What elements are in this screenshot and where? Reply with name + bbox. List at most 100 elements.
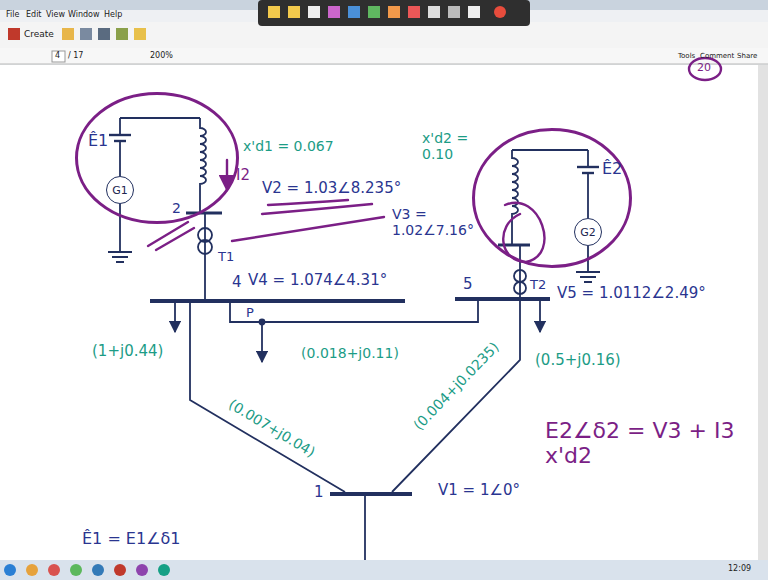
boundary-outline — [472, 128, 632, 268]
boundary-outline — [75, 92, 239, 224]
pen-icon — [428, 6, 440, 18]
generator-symbol: G2 — [574, 218, 602, 246]
pen-icon — [448, 6, 460, 18]
pen-icon — [408, 6, 420, 18]
line-connector — [204, 224, 206, 299]
page-number: 4 — [55, 51, 60, 60]
transformer-name: T1 — [218, 250, 234, 265]
bus-bar: 5V5 = 1.0112∠2.49° — [455, 297, 550, 301]
tool-icon — [134, 28, 146, 40]
task-bar — [0, 560, 768, 580]
underline-stroke — [232, 217, 384, 241]
boundary-outline — [77, 94, 238, 223]
wire — [587, 150, 589, 167]
load-value: (1+j0.44) — [92, 343, 163, 360]
note-equation: E2∠δ2 = V3 + I3 x'd2 — [545, 418, 740, 469]
wire — [512, 149, 588, 151]
voltage-value: V5 = 1.0112∠2.49° — [557, 285, 706, 302]
taskbar-icon — [92, 564, 104, 576]
wire — [204, 213, 206, 224]
load-value: (0.5+j0.16) — [535, 352, 621, 369]
page-count: / 17 — [68, 51, 83, 60]
pen-icon — [308, 6, 320, 18]
pen-icon — [348, 6, 360, 18]
generator-symbol: G1 — [106, 176, 134, 204]
nav-bar — [0, 48, 768, 64]
generator-name: G1 — [112, 184, 128, 197]
annotation-bar — [258, 0, 530, 26]
generator-boundary: Ê1G1 — [75, 92, 239, 224]
load-name: P — [246, 306, 254, 321]
scroll-bar — [758, 65, 768, 560]
tool-icon — [98, 28, 110, 40]
reactance-coil — [512, 150, 518, 245]
bus-number: 1 — [314, 484, 324, 501]
underline-stroke — [262, 200, 372, 214]
wire — [587, 173, 589, 218]
voltage-value: V2 = 1.03∠8.235° — [262, 180, 401, 197]
taskbar-icon — [136, 564, 148, 576]
page-note: 20 — [697, 62, 711, 75]
line-connector — [190, 303, 345, 492]
wire — [119, 141, 121, 176]
line-connector — [230, 301, 478, 322]
note-equation: Ê1 = E1∠δ1 — [82, 530, 180, 548]
tool-icon — [80, 28, 92, 40]
bus-number: 5 — [463, 276, 473, 293]
reactance-value: x'd2 = 0.10 — [422, 130, 476, 162]
reactance-value: x'd1 = 0.067 — [243, 138, 334, 154]
tool-icon — [116, 28, 128, 40]
taskbar-icon — [48, 564, 60, 576]
page-circle — [689, 58, 721, 80]
pen-icon — [368, 6, 380, 18]
voltage-value: V3 = 1.02∠7.16° — [392, 206, 472, 238]
pen-icon — [268, 6, 280, 18]
generator-name: G2 — [580, 226, 596, 239]
load-arrow — [539, 301, 541, 332]
wire — [364, 496, 366, 560]
wire — [119, 204, 121, 252]
zoom-level: 200% — [150, 51, 173, 60]
mark-stroke — [503, 203, 544, 262]
current-arrow — [226, 160, 228, 190]
taskbar-icon — [26, 564, 38, 576]
load-arrow — [174, 303, 176, 332]
divider — [0, 64, 768, 65]
pen-icon — [288, 6, 300, 18]
line-connector — [392, 301, 520, 492]
taskbar-icon — [4, 564, 16, 576]
tool-button: Create — [24, 29, 54, 39]
pane-button: Tools — [678, 52, 695, 60]
line-connector — [519, 268, 521, 297]
voltage-value: V1 = 1∠0° — [438, 482, 520, 499]
pen-icon — [468, 6, 480, 18]
menu-item: View — [46, 10, 65, 19]
mark-stroke — [148, 222, 194, 250]
wire — [519, 245, 521, 268]
load-arrow — [261, 322, 263, 362]
ground-symbol — [108, 252, 132, 262]
source-plate — [577, 166, 599, 168]
generator-boundary: Ê2G2 — [472, 128, 632, 268]
clock: 12:09 — [728, 564, 751, 573]
source-name: Ê2 — [602, 160, 622, 178]
menu-item: File — [6, 10, 19, 19]
source-plate — [109, 134, 131, 136]
pen-icon — [388, 6, 400, 18]
bus-number: 2 — [172, 200, 181, 216]
reactance-coil — [200, 118, 206, 213]
menu-item: Window — [68, 10, 100, 19]
tool-icon — [62, 28, 74, 40]
tool-icon — [8, 28, 20, 40]
bus-bar: 4V4 = 1.074∠4.31° — [150, 299, 405, 303]
wire — [120, 117, 200, 119]
impedance-value: (0.018+j0.11) — [301, 345, 399, 361]
source-name: Ê1 — [88, 132, 108, 150]
taskbar-icon — [114, 564, 126, 576]
pane-button: Share — [737, 52, 757, 60]
wire — [119, 118, 121, 135]
menu-item: Help — [104, 10, 122, 19]
voltage-value: V4 = 1.074∠4.31° — [248, 272, 387, 289]
taskbar-icon — [70, 564, 82, 576]
